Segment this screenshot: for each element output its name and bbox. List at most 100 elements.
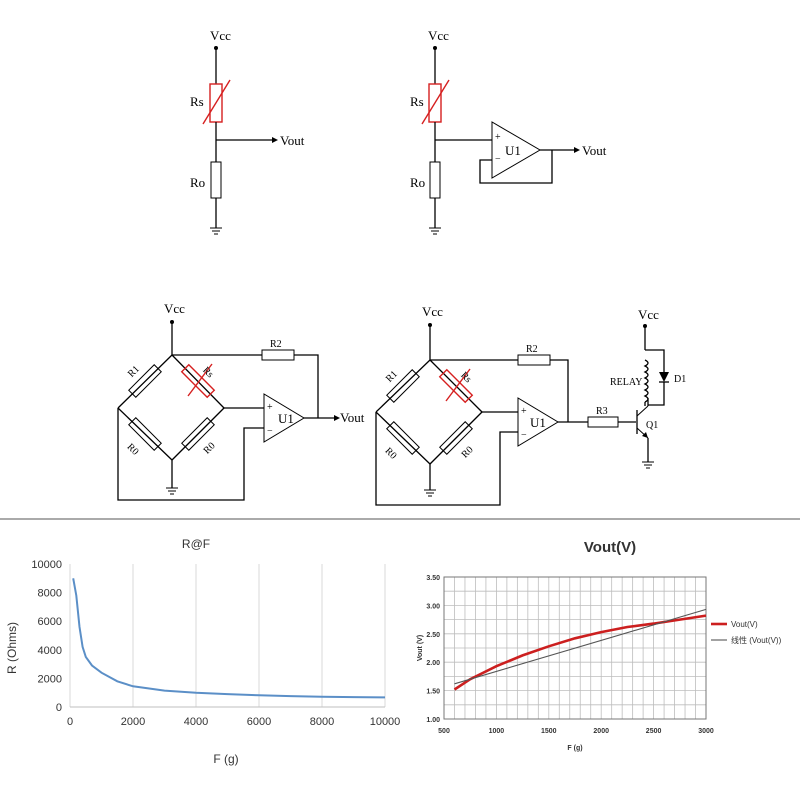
r1-branch [117,354,173,409]
vcc-label: Vcc [164,301,185,316]
x-tick-label: 3000 [698,728,714,735]
ground-icon [642,461,654,469]
r0-branch-a [375,411,431,465]
ground-icon [166,487,178,495]
bridge-schematics: Vcc R1 Rs R0 R0 R2 + − U1 [0,272,800,520]
wire [645,349,665,372]
opamp-u1 [491,121,541,179]
r1-resistor [386,369,420,403]
legend-label: 线性 (Vout(V)) [731,635,782,645]
series-line-r [72,578,386,699]
r3-resistor [587,416,619,428]
transistor-q1 [636,405,649,439]
vout-label: Vout [280,133,305,148]
top-schematics: Vcc Rs Vout Ro Vcc Rs + − U1 Vout [0,0,800,270]
buffered-divider-circuit: Vcc Rs + − U1 Vout Ro [410,28,607,235]
chart-title: R@F [182,537,210,551]
minus-label: − [521,430,527,441]
d1-label: D1 [674,374,686,385]
y-tick-label: 10000 [31,559,62,571]
y-tick-label: 2000 [38,673,62,685]
q1-label: Q1 [646,420,658,431]
r0-label-b: R0 [460,444,476,460]
rs-variable-arrow [187,363,213,397]
feedback-wire [479,150,553,184]
plot-frame [443,576,707,720]
x-tick-label: 2000 [121,716,145,728]
rs-branch [429,359,483,413]
wire [648,382,665,406]
voltage-divider-circuit: Vcc Rs Vout Ro [190,28,305,235]
r0-label-a: R0 [383,446,399,462]
relay-coil-icon [643,359,649,403]
y-tick-label: 1.50 [426,689,440,696]
feedback-wire [117,408,264,501]
opamp-u1 [517,397,559,447]
r0-label-a: R0 [125,442,141,458]
y-tick-label: 0 [56,702,62,714]
diode-d1-icon [659,372,669,382]
vcc-label: Vcc [428,28,449,43]
r2-label: R2 [526,344,538,355]
y-tick-label: 1.00 [426,717,440,724]
x-tick-label: 1500 [541,728,557,735]
top-schematics-svg: Vcc Rs Vout Ro Vcc Rs + − U1 Vout [190,28,607,235]
ro-resistor [429,161,441,199]
bridge-amplifier-circuit: Vcc R1 Rs R0 R0 R2 + − U1 [117,301,365,501]
vcc2-label: Vcc [638,307,659,322]
r0-resistor-a [386,421,420,455]
plus-label: + [495,132,501,143]
y-axis-label: R (Ohms) [5,622,19,674]
ro-label: Ro [190,175,205,190]
r0-resistor-b [439,421,473,455]
minus-label: − [267,426,273,437]
chart-title: Vout(V) [584,539,636,556]
y-axis-label: Vout (V) [417,635,424,661]
r2-resistor [517,354,551,366]
x-axis-label: F (g) [213,752,238,766]
x-tick-label: 6000 [247,716,271,728]
y-tick-label: 3.50 [426,575,440,582]
r1-resistor [128,364,162,398]
r1-label: R1 [384,369,400,385]
vout-arrow [574,147,580,153]
u1-label: U1 [505,143,521,158]
wire [294,354,319,418]
r2-resistor [261,349,295,361]
vcc-label: Vcc [210,28,231,43]
r1-label: R1 [126,364,142,380]
legend-label: Vout(V) [731,620,758,629]
r0-branch-b [171,407,225,461]
y-tick-label: 3.00 [426,603,440,610]
y-tick-label: 8000 [38,588,62,600]
bridge-schematics-svg: Vcc R1 Rs R0 R0 R2 + − U1 [0,301,800,520]
vout-label: Vout [340,410,365,425]
relay-label: RELAY [610,377,642,388]
wire [550,359,569,422]
y-tick-label: 4000 [38,645,62,657]
r0-label-b: R0 [202,440,218,456]
vout-label: Vout [582,143,607,158]
ground-icon [429,227,441,235]
u1-label: U1 [278,411,294,426]
y-tick-label: 2.50 [426,632,440,639]
rs-variable-arrow [202,79,231,125]
charts-row: R@F F (g) R (Ohms) 0 2000 4000 6000 8000 1000… [0,520,800,800]
x-axis-label: F (g) [567,745,582,752]
trendline-linear [454,608,707,685]
y-tick-label: 6000 [38,616,62,628]
x-tick-label: 500 [438,728,450,735]
r0-resistor-b [181,417,215,451]
x-tick-label: 2500 [646,728,662,735]
opamp-u1 [263,393,305,443]
ro-resistor [210,161,222,199]
r0-branch-b [429,411,483,465]
feedback-wire [375,412,518,506]
rs-label: Rs [190,94,204,109]
x-tick-label: 4000 [184,716,208,728]
minus-label: − [495,154,501,165]
bridge-relay-circuit: Vcc R1 Rs R0 R0 R2 + − U1 R3 [375,304,686,506]
r0-branch-a [117,407,173,461]
x-tick-label: 2000 [593,728,609,735]
